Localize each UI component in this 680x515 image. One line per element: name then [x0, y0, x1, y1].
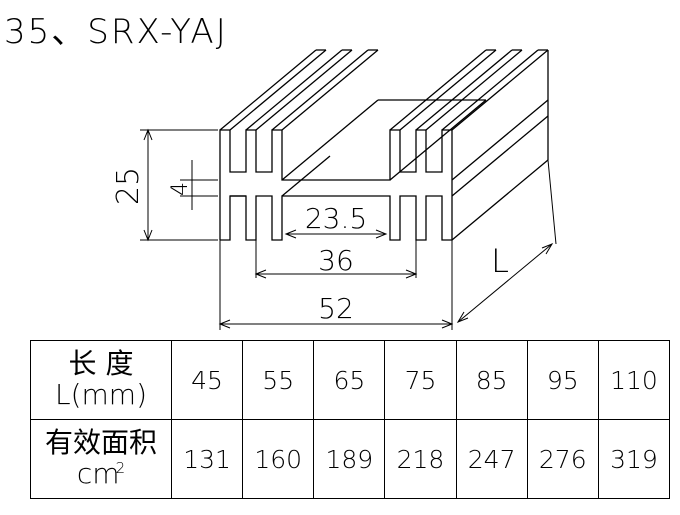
area-unit: cm	[76, 457, 120, 490]
area-cell: 189	[313, 419, 386, 499]
dim-length-label: L	[491, 242, 509, 280]
dim-mid-label: 36	[318, 244, 354, 277]
heatsink-outline	[219, 49, 549, 241]
area-unit-superscript: 2	[115, 458, 126, 477]
area-cell: 218	[384, 419, 457, 499]
length-cell: 85	[455, 340, 528, 420]
length-cell: 55	[242, 340, 315, 420]
table-row-length: 长 度 L(mm) 45 55 65 75 85 95 110	[30, 340, 671, 420]
dim-gap-label: 4	[168, 182, 193, 196]
header-area-label: 有效面积	[44, 426, 157, 460]
header-length: 长 度 L(mm)	[30, 340, 172, 420]
dimension-labels: 25 4 23.5 36 52 L	[111, 167, 509, 325]
length-cell: 75	[384, 340, 457, 420]
heatsink-drawing: 25 4 23.5 36 52 L	[111, 49, 557, 330]
page-title: 35、SRX-YAJ	[4, 12, 228, 52]
table-row-area: 有效面积 cm2 131 160 189 218 247 276 319	[30, 419, 671, 499]
area-cell: 276	[526, 419, 599, 499]
header-area: 有效面积 cm2	[30, 419, 172, 499]
length-cell: 110	[597, 340, 671, 420]
dim-width-label: 52	[318, 292, 354, 325]
area-cell: 160	[242, 419, 315, 499]
length-cell: 65	[313, 340, 386, 420]
dim-height-label: 25	[111, 167, 146, 205]
spec-table: 长 度 L(mm) 45 55 65 75 85 95 110 有效面积 cm2…	[30, 340, 671, 499]
dimension-lines	[140, 128, 557, 330]
header-length-unit: L(mm)	[55, 378, 147, 411]
area-cell: 247	[455, 419, 528, 499]
area-cell: 131	[170, 419, 244, 499]
area-cell: 319	[597, 419, 671, 499]
dim-inner-label: 23.5	[305, 202, 367, 235]
length-cell: 95	[526, 340, 599, 420]
header-length-label: 长 度	[68, 347, 134, 381]
length-cell: 45	[170, 340, 244, 420]
header-area-unit: cm2	[31, 457, 171, 490]
